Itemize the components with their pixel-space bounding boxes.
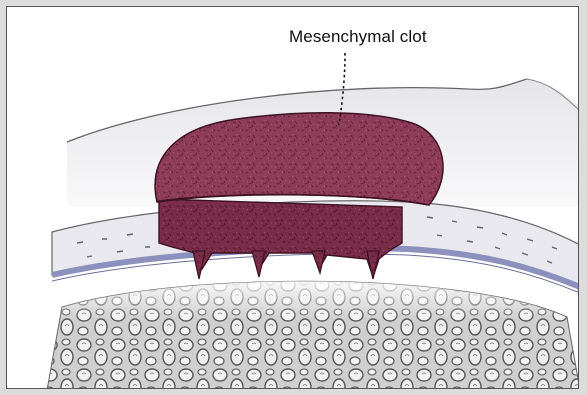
clot-illustration [7, 7, 579, 389]
figure-frame: Mesenchymal clot [6, 6, 579, 389]
annotation-label: Mesenchymal clot [289, 27, 427, 47]
